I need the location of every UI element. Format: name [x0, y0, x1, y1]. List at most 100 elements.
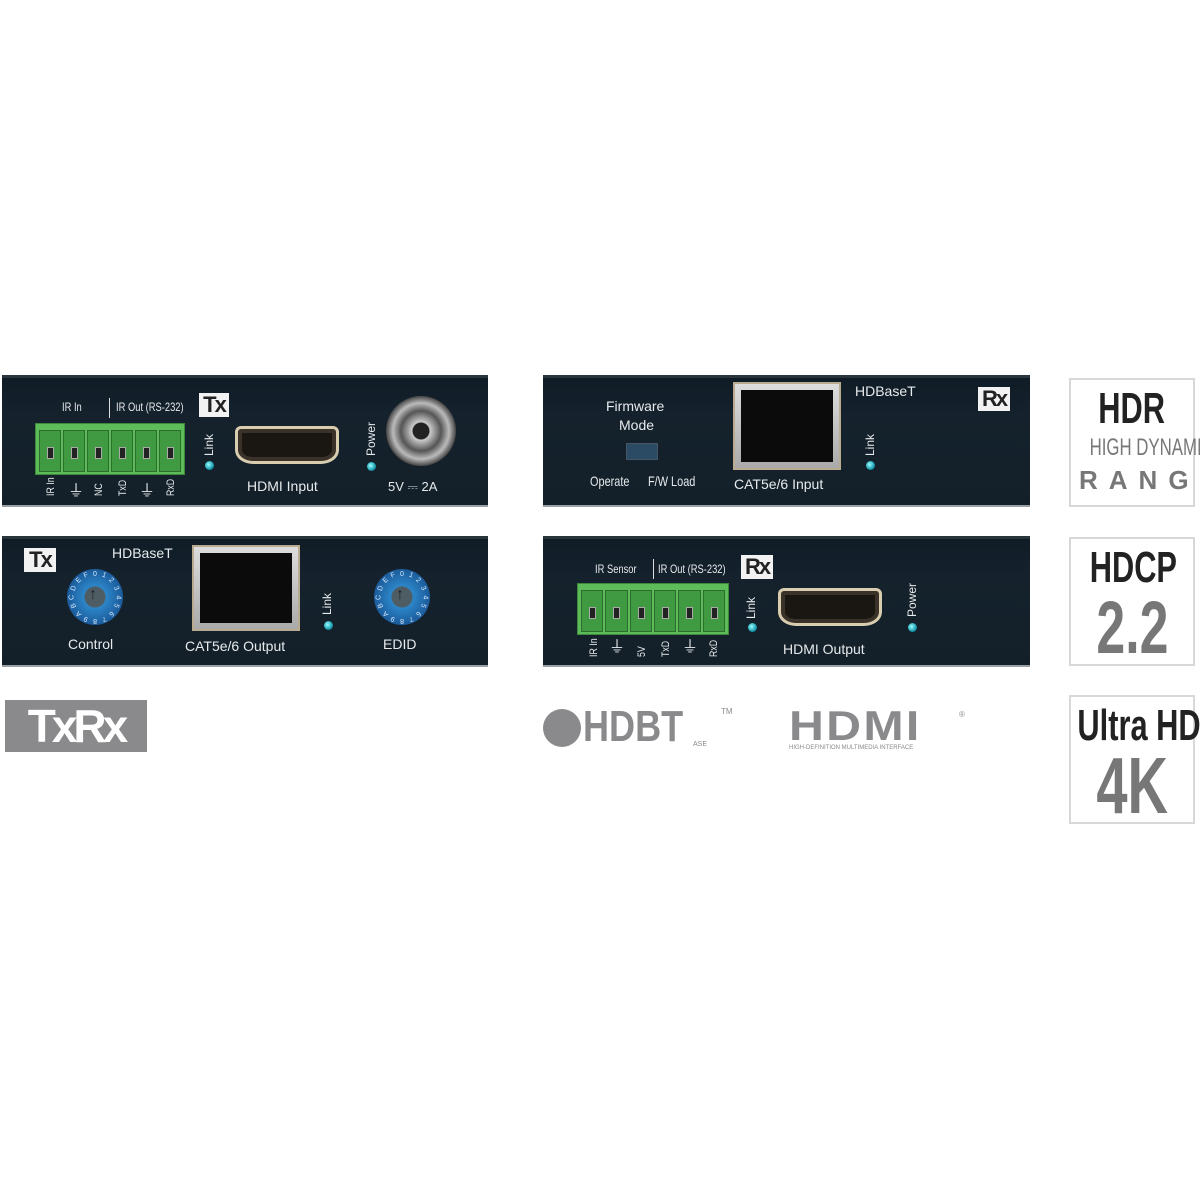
- pin-label: RxD: [165, 478, 177, 496]
- link-led: [324, 621, 333, 630]
- link-led: [748, 623, 757, 632]
- hdmi-output-port[interactable]: [778, 588, 882, 626]
- power-rating: 5V ⎓ 2A: [388, 479, 438, 494]
- hdmi-logo-text: HDMI: [789, 702, 922, 749]
- ir-sensor-label: IR Sensor: [595, 562, 637, 576]
- cat-output-label: CAT5e/6 Output: [185, 638, 286, 654]
- rx-rear-panel: IR Sensor IR Out (RS-232) IR In ⏚ 5V TxD…: [543, 536, 1030, 667]
- pin-label: IR In: [588, 638, 600, 657]
- dial-digit: 2: [107, 576, 116, 585]
- dial-digit: F: [389, 571, 397, 580]
- cat-input-label: CAT5e/6 Input: [734, 476, 824, 492]
- hdbaset-logo: HDBT ASE TM: [543, 703, 743, 753]
- dial-digit: 7: [100, 614, 107, 623]
- rx-badge: Rx: [978, 387, 1010, 411]
- dial-digit: D: [69, 584, 78, 592]
- ir-in-label: IR In: [62, 400, 82, 414]
- ground-icon: ⏚: [139, 483, 156, 500]
- hdmi-logo-sub: HIGH-DEFINITION MULTIMEDIA INTERFACE: [789, 745, 914, 751]
- pin-label: RxD: [708, 639, 720, 657]
- hdr-line2: RANGE: [1079, 465, 1200, 495]
- hdbaset-logo-text: HDBT: [583, 702, 684, 751]
- power-led: [908, 623, 917, 632]
- hdmi-logo: HDMI ® HIGH-DEFINITION MULTIMEDIA INTERF…: [789, 702, 969, 756]
- dial-digit: B: [376, 602, 385, 610]
- link-label: Link: [744, 596, 758, 619]
- hdr-line1: HIGH DYNAMIC: [1089, 434, 1200, 461]
- dial-digit: 0: [400, 570, 404, 578]
- hdbaset-label: HDBaseT: [855, 383, 916, 399]
- hdcp-badge: HDCP 2.2: [1069, 537, 1195, 666]
- firmware-mode-switch[interactable]: [626, 443, 658, 460]
- uhd-value: 4K: [1096, 741, 1168, 830]
- control-label: Control: [68, 636, 114, 652]
- divider: [109, 398, 110, 418]
- dial-digit: 9: [83, 614, 90, 623]
- dial-digit: 3: [419, 585, 428, 592]
- pin-label: TxD: [660, 640, 672, 657]
- divider: [653, 559, 654, 579]
- link-label: Link: [863, 433, 877, 456]
- dial-digit: 7: [407, 614, 414, 623]
- hdbaset-label: HDBaseT: [112, 545, 173, 561]
- pin-label: IR In: [45, 477, 57, 496]
- dial-digit: E: [381, 576, 390, 585]
- link-led: [205, 461, 214, 470]
- dial-digit: A: [381, 609, 390, 618]
- hdr-title: HDR: [1098, 384, 1166, 433]
- dial-digit: 4: [114, 595, 122, 599]
- hdmi-input-port[interactable]: [235, 426, 339, 464]
- hdmi-output-label: HDMI Output: [783, 641, 865, 657]
- power-label: Power: [905, 582, 919, 617]
- dial-digit: E: [74, 576, 83, 585]
- rx-front-panel: Firmware Mode Operate F/W Load CAT5e/6 I…: [543, 375, 1030, 507]
- hdbaset-logo-sub: ASE: [693, 741, 708, 748]
- power-label: Power: [364, 421, 378, 456]
- dial-digit: 6: [414, 609, 423, 618]
- mode-label: Mode: [619, 417, 655, 433]
- dial-digit: C: [375, 594, 383, 600]
- ground-icon: ⏚: [68, 483, 85, 500]
- txrx-logo: TxRx: [5, 700, 147, 752]
- dial-digit: 5: [419, 602, 428, 609]
- dial-digit: C: [68, 594, 76, 600]
- hdcp-title: HDCP: [1089, 543, 1177, 592]
- ground-icon: ⏚: [682, 639, 699, 656]
- tx-front-panel: IR In IR Out (RS-232) IR In ⏚ NC TxD ⏚ R…: [2, 375, 488, 507]
- dial-digit: 9: [390, 614, 397, 623]
- pin-label: TxD: [117, 479, 129, 496]
- terminal-block[interactable]: [35, 423, 185, 475]
- dial-digit: 8: [400, 616, 404, 624]
- power-jack[interactable]: [386, 396, 456, 466]
- link-label: Link: [202, 433, 216, 456]
- dial-digit: 5: [112, 602, 121, 609]
- terminal-block[interactable]: [577, 583, 729, 635]
- dial-digit: 6: [107, 609, 116, 618]
- hdr-badge: HDR HIGH DYNAMIC RANGE: [1069, 378, 1200, 507]
- link-led: [866, 461, 875, 470]
- firmware-label: Firmware: [606, 398, 665, 414]
- ir-out-label: IR Out (RS-232): [658, 562, 726, 576]
- dial-digit: B: [69, 602, 78, 610]
- registered-mark: ®: [959, 710, 965, 719]
- ir-out-label: IR Out (RS-232): [116, 400, 184, 414]
- rj45-output-port[interactable]: [192, 545, 300, 631]
- operate-label: Operate: [590, 473, 630, 489]
- fw-load-label: F/W Load: [648, 473, 696, 489]
- dial-digit: A: [74, 609, 83, 618]
- rj45-input-port[interactable]: [733, 382, 841, 470]
- dial-digit: 8: [93, 616, 97, 624]
- pin-label: 5V: [636, 646, 648, 657]
- uhd-title: Ultra HD: [1077, 701, 1200, 750]
- hdcp-value: 2.2: [1095, 586, 1169, 669]
- tx-badge: Tx: [199, 393, 229, 417]
- dial-digit: 3: [112, 585, 121, 592]
- dial-digit: F: [82, 571, 90, 580]
- power-led: [367, 462, 376, 471]
- edid-label: EDID: [383, 636, 417, 652]
- hdmi-input-label: HDMI Input: [247, 478, 318, 494]
